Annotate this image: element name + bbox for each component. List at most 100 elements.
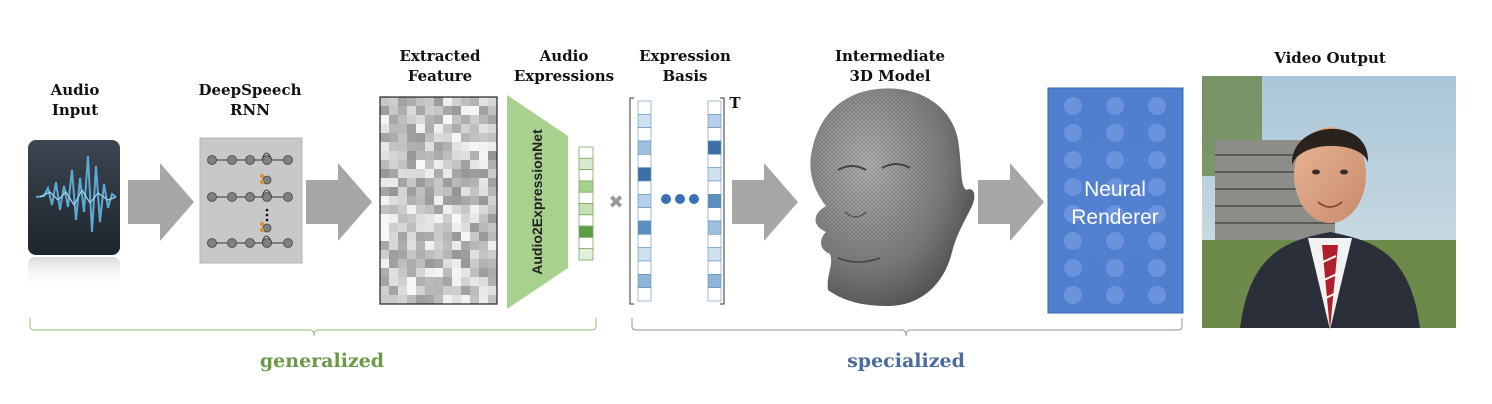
feature-cell	[452, 259, 461, 268]
feature-cell	[380, 277, 389, 286]
feature-cell	[452, 277, 461, 286]
feature-cell	[452, 196, 461, 205]
feature-cell	[443, 205, 452, 214]
feature-cell	[452, 115, 461, 124]
vector-cell	[578, 157, 594, 171]
feature-cell	[461, 232, 470, 241]
feature-cell	[488, 250, 497, 259]
specialized-bracket	[631, 318, 1183, 337]
feature-cell	[389, 178, 398, 187]
network-node	[1148, 286, 1166, 304]
feature-cell	[488, 169, 497, 178]
feature-cell	[416, 241, 425, 250]
network-label: Audio2ExpressionNet	[529, 129, 545, 275]
feature-cell	[434, 232, 443, 241]
feature-cell	[461, 286, 470, 295]
feature-cell	[380, 142, 389, 151]
feature-cell	[416, 259, 425, 268]
basis-cell	[637, 260, 652, 275]
network-node	[1064, 259, 1082, 277]
feature-cell	[398, 295, 407, 304]
feature-cell	[380, 106, 389, 115]
audio-input-label: Audio Input	[50, 81, 100, 119]
feature-cell	[407, 133, 416, 142]
flow-arrow	[128, 163, 194, 241]
basis-cell	[707, 140, 722, 155]
feature-cell	[398, 232, 407, 241]
feature-cell	[425, 250, 434, 259]
feature-cell	[452, 160, 461, 169]
feature-cell	[389, 268, 398, 277]
feature-cell	[380, 169, 389, 178]
network-node	[1064, 124, 1082, 142]
feature-cell	[452, 151, 461, 160]
feature-cell	[488, 187, 497, 196]
feature-cell	[398, 223, 407, 232]
vector-cell	[578, 191, 594, 204]
feature-cell	[479, 259, 488, 268]
feature-cell	[443, 196, 452, 205]
feature-cell	[488, 142, 497, 151]
feature-cell	[470, 133, 479, 142]
feature-cell	[461, 178, 470, 187]
vector-cell	[578, 203, 594, 216]
feature-cell	[443, 268, 452, 277]
feature-cell	[452, 241, 461, 250]
basis-cell	[637, 154, 652, 168]
vector-cell	[578, 169, 594, 182]
feature-cell	[443, 115, 452, 124]
deepspeech-rnn-block	[199, 137, 303, 264]
feature-cell	[452, 232, 461, 241]
feature-cell	[461, 124, 470, 133]
vector-cell	[578, 225, 594, 238]
feature-cell	[461, 268, 470, 277]
feature-cell	[470, 115, 479, 124]
network-node	[1106, 259, 1124, 277]
feature-cell	[407, 124, 416, 133]
feature-cell	[434, 106, 443, 115]
feature-cell	[380, 124, 389, 133]
expression-basis-label: Expression Basis	[639, 47, 731, 85]
feature-cell	[380, 232, 389, 241]
ellipsis-dot	[675, 194, 685, 204]
feature-cell	[434, 214, 443, 223]
feature-cell	[425, 133, 434, 142]
feature-cell	[461, 169, 470, 178]
feature-cell	[461, 259, 470, 268]
feature-cell	[443, 142, 452, 151]
transpose-mark: T	[729, 94, 741, 112]
feature-cell	[425, 115, 434, 124]
feature-cell	[407, 115, 416, 124]
feature-cell	[398, 151, 407, 160]
basis-cell	[707, 154, 722, 168]
renderer-label: Renderer	[1071, 206, 1159, 229]
feature-cell	[380, 250, 389, 259]
feature-cell	[380, 223, 389, 232]
feature-cell	[389, 286, 398, 295]
feature-cell	[398, 205, 407, 214]
feature-cell	[452, 205, 461, 214]
network-node	[1148, 259, 1166, 277]
feature-cell	[407, 223, 416, 232]
basis-cell	[637, 207, 652, 222]
basis-cell	[707, 234, 722, 248]
network-node	[1106, 97, 1124, 115]
feature-cell	[425, 187, 434, 196]
feature-cell	[470, 295, 479, 304]
feature-cell	[443, 160, 452, 169]
feature-cell	[389, 250, 398, 259]
basis-cell	[637, 100, 652, 115]
feature-cell	[461, 241, 470, 250]
feature-cell	[443, 133, 452, 142]
feature-cell	[488, 178, 497, 187]
feature-cell	[425, 196, 434, 205]
renderer-network-nodes	[1064, 97, 1166, 304]
multiply-icon: ✖	[608, 192, 623, 213]
feature-cell	[470, 205, 479, 214]
feature-cell	[407, 214, 416, 223]
feature-cell	[407, 160, 416, 169]
feature-cell	[470, 124, 479, 133]
feature-cell	[443, 259, 452, 268]
feature-cell	[398, 196, 407, 205]
